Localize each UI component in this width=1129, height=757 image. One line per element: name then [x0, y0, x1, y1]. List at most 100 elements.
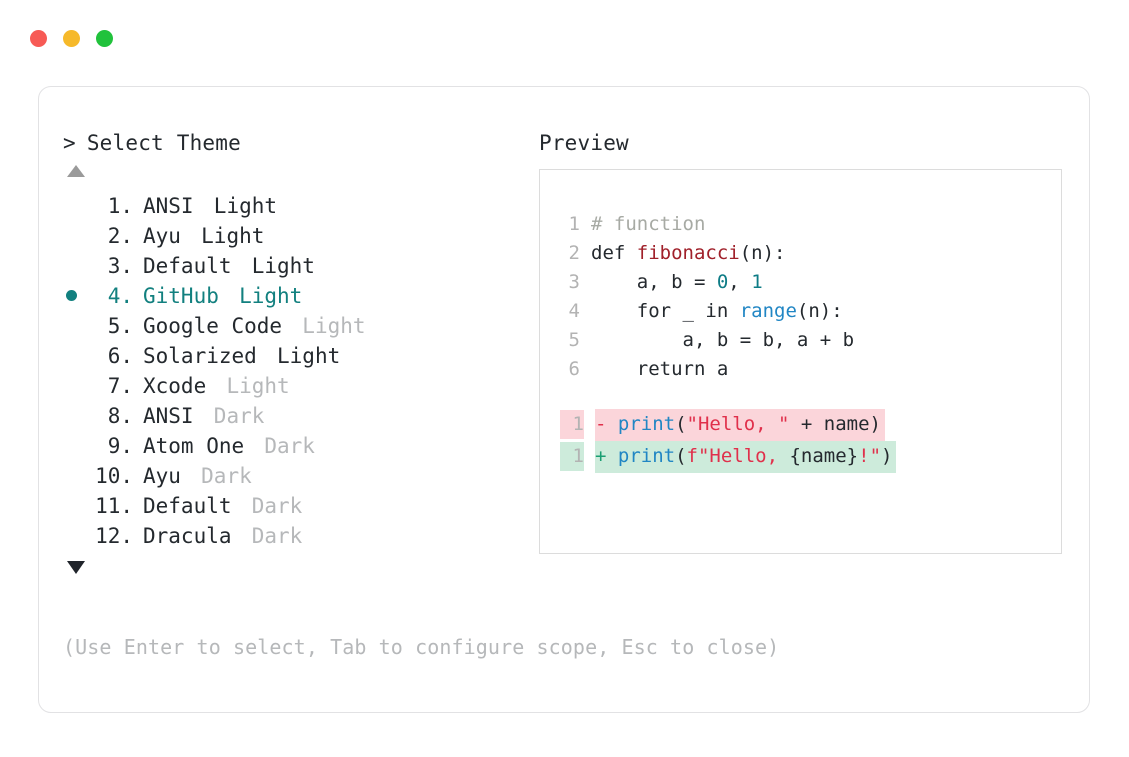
theme-list-item[interactable]: 8. ANSI Dark — [63, 401, 533, 431]
theme-item-name: ANSI — [143, 194, 194, 218]
theme-list-item[interactable]: 11. Default Dark — [63, 491, 533, 521]
theme-item-variant: Light — [188, 224, 265, 248]
maximize-button[interactable] — [96, 30, 113, 47]
line-number: 1 — [560, 442, 584, 471]
code-line: 5 a, b = b, a + b — [560, 326, 1061, 355]
code-line: 2 def fibonacci(n): — [560, 239, 1061, 268]
theme-item-variant: Light — [239, 254, 315, 278]
diff-line-add: 1 +print(f"Hello, {name}!") — [560, 441, 1061, 473]
preview-label: Preview — [539, 131, 629, 155]
diff-line-body: +print(f"Hello, {name}!") — [595, 441, 897, 473]
code-line-text: return a — [591, 355, 729, 384]
code-line-text: a, b = b, a + b — [591, 326, 855, 355]
code-token-string: f"Hello, — [686, 445, 790, 467]
keyboard-hint: (Use Enter to select, Tab to configure s… — [63, 635, 780, 659]
theme-item-name: Xcode — [143, 374, 207, 398]
code-token-punct: (n): — [796, 300, 843, 322]
diff-line-body: -print("Hello, " + name) — [595, 409, 885, 441]
code-token-builtin: print — [617, 413, 676, 435]
code-line-text: a, b = 0, 1 — [591, 268, 763, 297]
code-token-keyword: def — [591, 242, 637, 264]
code-line: 3 a, b = 0, 1 — [560, 268, 1061, 297]
theme-item-name: Ayu — [143, 464, 181, 488]
theme-item-name: Dracula — [143, 524, 232, 548]
theme-item-variant: Light — [226, 284, 303, 308]
theme-item-name: Atom One — [143, 434, 245, 458]
code-line: 6 return a — [560, 355, 1061, 384]
theme-item-variant: Dark — [239, 494, 303, 518]
theme-item-index: 2. — [107, 224, 133, 248]
code-line: 4 for _ in range(n): — [560, 297, 1061, 326]
prompt-header: > Select Theme — [63, 131, 533, 155]
theme-item-variant: Dark — [239, 524, 303, 548]
close-button[interactable] — [30, 30, 47, 47]
code-token-func: fibonacci — [636, 242, 740, 264]
code-token-plain: a, b = — [591, 271, 717, 293]
theme-item-index: 6. — [107, 344, 133, 368]
theme-item-name: Google Code — [143, 314, 283, 338]
theme-item-index: 10. — [95, 464, 133, 488]
theme-item-index: 5. — [107, 314, 133, 338]
theme-item-index: 9. — [107, 434, 133, 458]
theme-list-item[interactable]: 1.ANSI Light — [63, 191, 533, 221]
code-token-punct: ( — [675, 413, 687, 435]
line-number: 1 — [568, 213, 580, 235]
code-line-text: def fibonacci(n): — [591, 239, 785, 268]
theme-item-name: Default — [143, 494, 232, 518]
line-number: 6 — [568, 358, 580, 380]
theme-list-item[interactable]: 3. Default Light — [63, 251, 533, 281]
code-token-plain: return a — [591, 358, 729, 380]
theme-item-name: ANSI — [143, 404, 194, 428]
code-spacer — [560, 384, 1061, 409]
theme-item-index: 3. — [107, 254, 133, 278]
theme-item-index: 11. — [95, 494, 133, 518]
minimize-button[interactable] — [63, 30, 80, 47]
selected-bullet-icon — [66, 290, 77, 301]
theme-list-item[interactable]: 10. Ayu Dark — [63, 461, 533, 491]
code-token-builtin: print — [617, 445, 676, 467]
code-line: 1# function — [560, 210, 1061, 239]
line-number: 5 — [568, 329, 580, 351]
line-number: 2 — [568, 242, 580, 264]
theme-item-name: Solarized — [143, 344, 257, 368]
code-token-number: 1 — [751, 271, 763, 293]
theme-item-index: 4. — [107, 284, 133, 308]
theme-item-name: Default — [143, 254, 232, 278]
theme-item-variant: Light — [264, 344, 341, 368]
diff-sign-del: - — [595, 413, 607, 435]
code-token-punct: ( — [675, 445, 687, 467]
theme-list-item[interactable]: 6. Solarized Light — [63, 341, 533, 371]
theme-item-variant: Dark — [251, 434, 315, 458]
line-number: 4 — [568, 300, 580, 322]
code-token-plain: , — [728, 271, 752, 293]
theme-list-item[interactable]: 12.Dracula Dark — [63, 521, 533, 551]
code-token-number: 0 — [716, 271, 729, 293]
scroll-up-icon[interactable] — [67, 165, 85, 177]
code-token-plain: for _ in — [591, 300, 740, 322]
theme-item-variant: Dark — [188, 464, 252, 488]
theme-item-variant: Light — [289, 314, 366, 338]
code-token-punct: ) — [881, 445, 893, 467]
theme-item-variant: Light — [201, 194, 278, 218]
theme-list-item[interactable]: 5. Google Code Light — [63, 311, 533, 341]
theme-item-name: GitHub — [143, 284, 219, 308]
theme-item-variant: Dark — [201, 404, 265, 428]
theme-item-index: 8. — [107, 404, 133, 428]
code-token-plain: + name) — [789, 413, 881, 435]
code-token-builtin: range — [739, 300, 797, 322]
theme-list-item[interactable]: 9. Atom One Dark — [63, 431, 533, 461]
theme-list-item[interactable]: 2. Ayu Light — [63, 221, 533, 251]
line-number: 1 — [560, 410, 584, 439]
code-token-string: !" — [858, 445, 882, 467]
code-token-string: "Hello, " — [686, 413, 790, 435]
code-token-plain: a, b = b, a + b — [591, 329, 855, 351]
scroll-down-icon[interactable] — [67, 561, 85, 574]
theme-list-item[interactable]: 4. GitHub Light — [63, 281, 533, 311]
theme-item-name: Ayu — [143, 224, 181, 248]
theme-list-item[interactable]: 7.Xcode Light — [63, 371, 533, 401]
